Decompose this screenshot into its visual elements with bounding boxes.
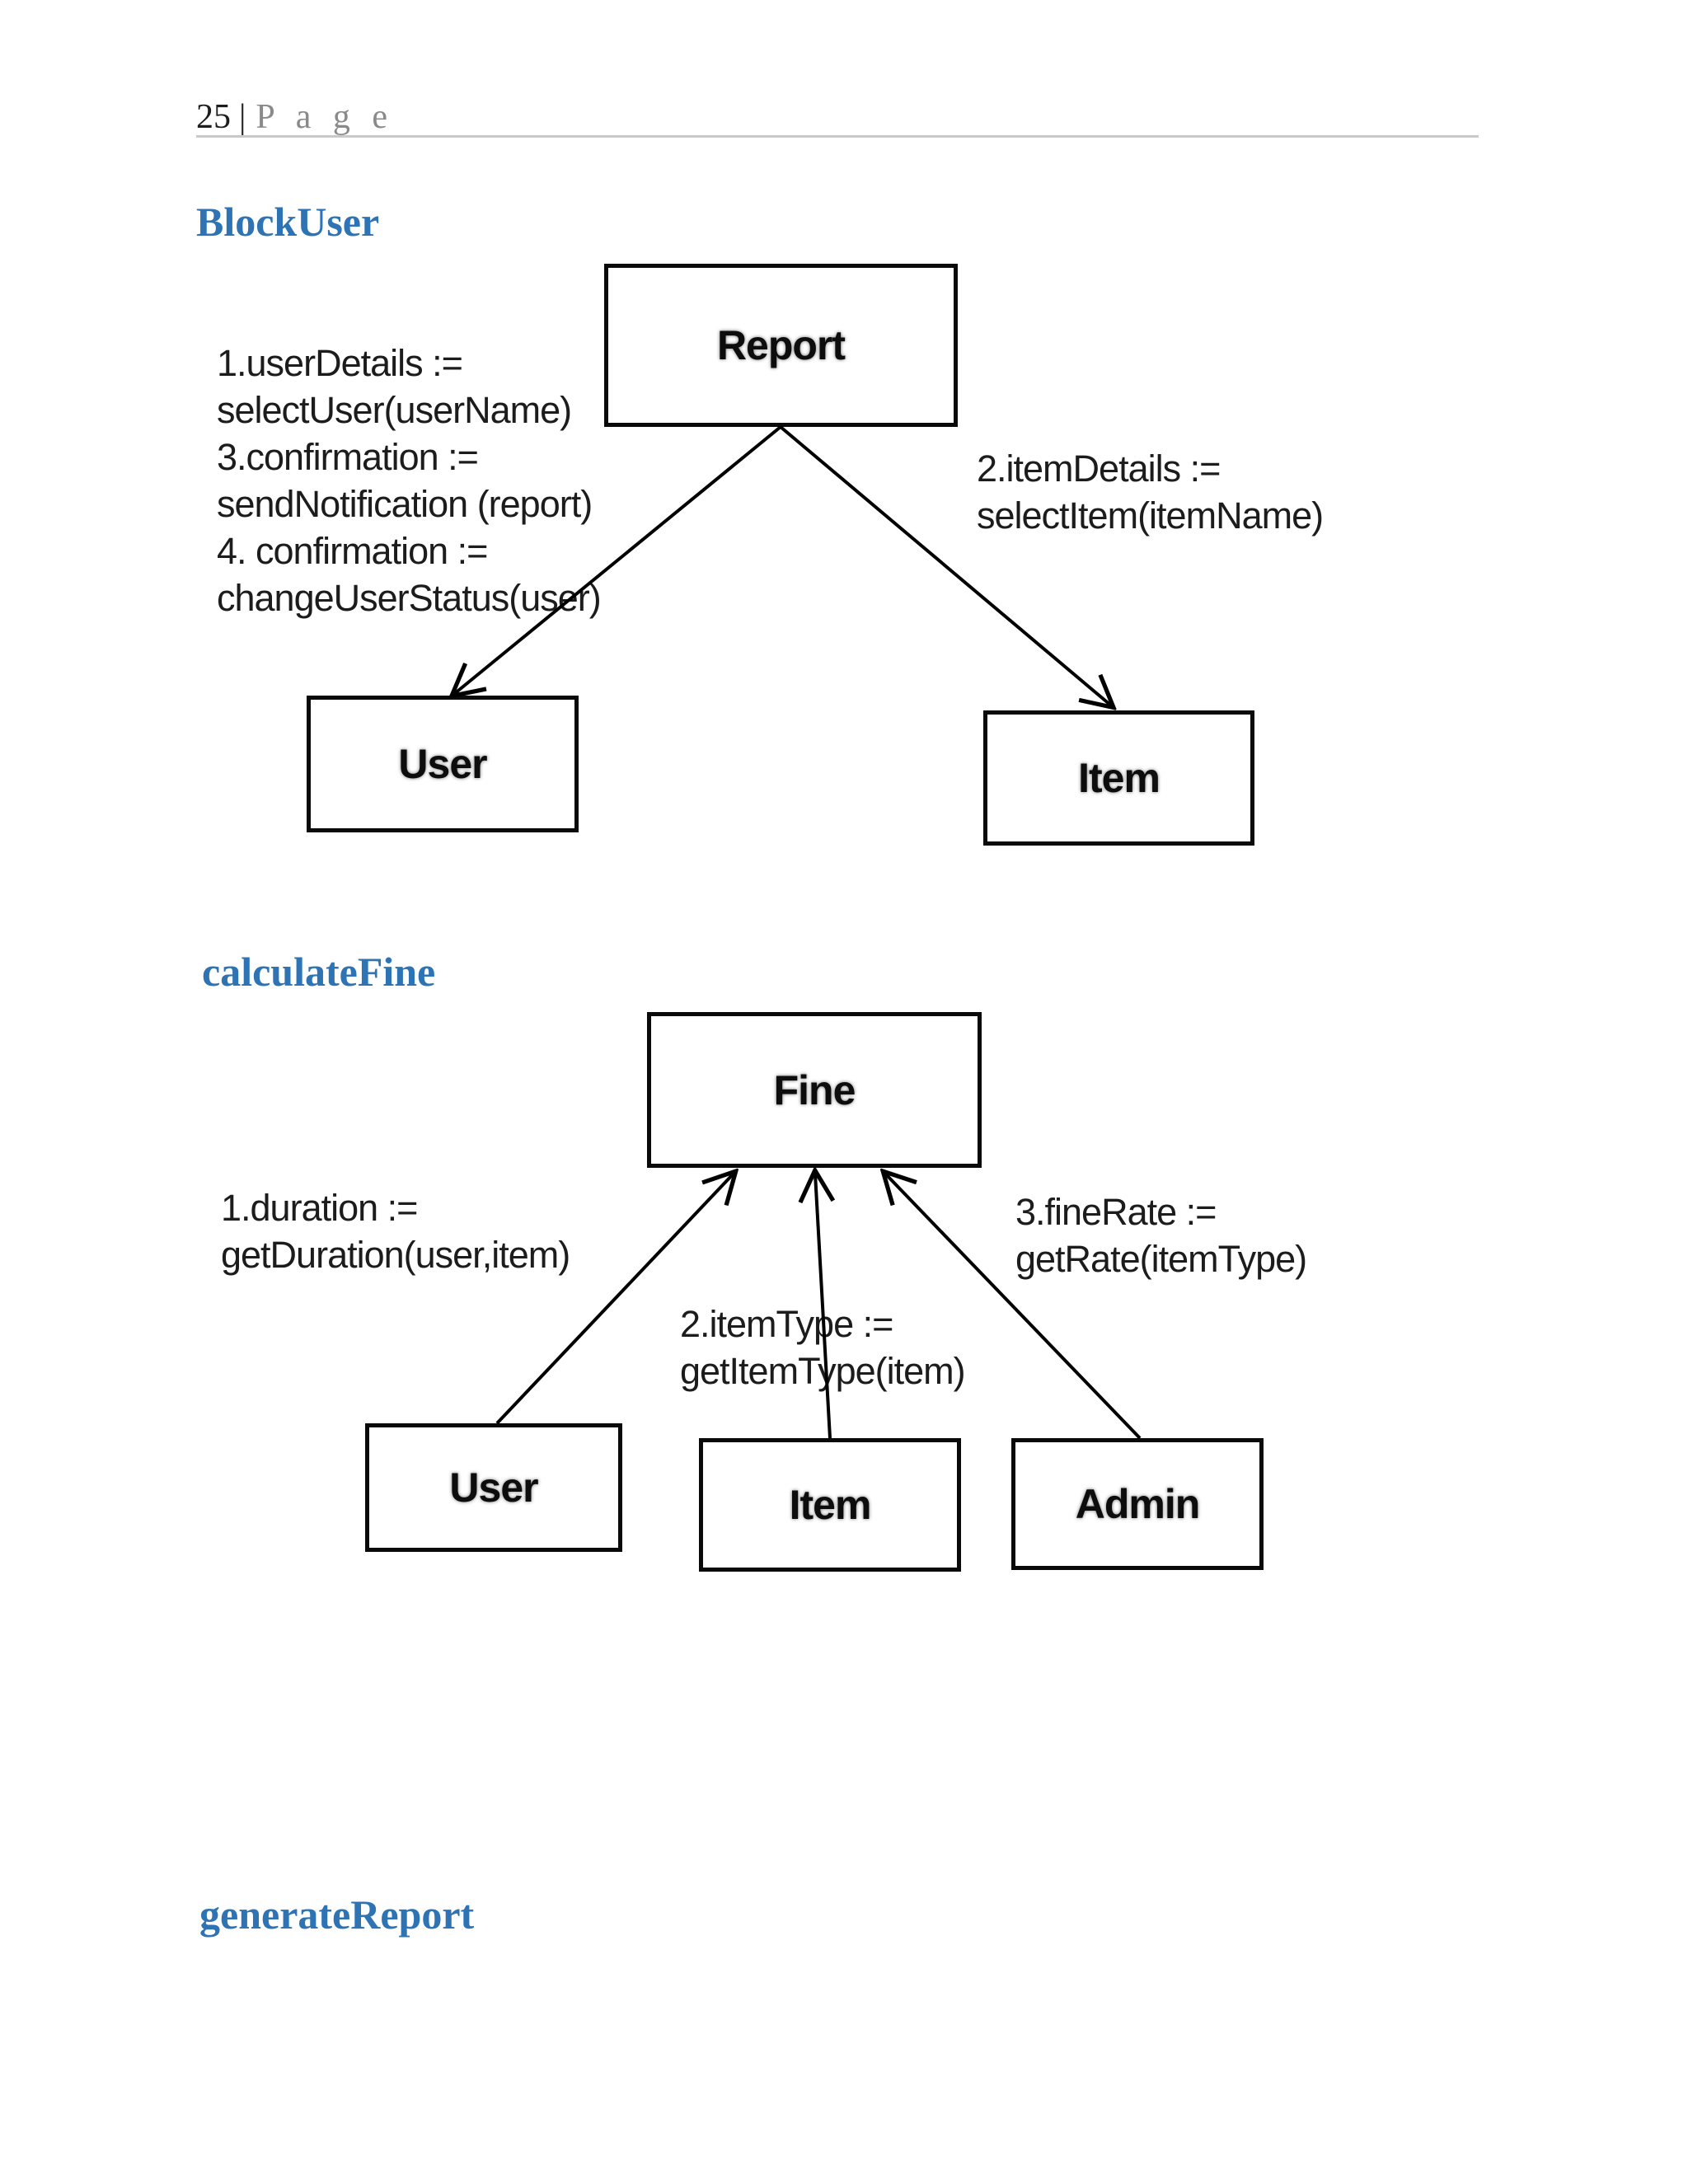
- header-divider: |: [239, 98, 246, 136]
- section-heading-calculatefine: calculateFine: [202, 949, 436, 995]
- admin-node: Admin: [1011, 1438, 1264, 1570]
- note-line: sendNotification (report): [217, 483, 593, 525]
- message-note-finerate: 3.fineRate := getRate(itemType): [1015, 1188, 1307, 1282]
- note-line: 1.userDetails :=: [217, 342, 463, 384]
- section-heading-blockuser: BlockUser: [196, 199, 380, 245]
- note-line: getItemType(item): [680, 1350, 966, 1392]
- report-node: Report: [604, 264, 958, 427]
- page-number: 25: [196, 98, 231, 136]
- page-header: 25| P a g e: [196, 97, 394, 137]
- item-node-label: Item: [789, 1482, 872, 1528]
- message-note-itemdetails: 2.itemDetails := selectItem(itemName): [977, 445, 1324, 539]
- item-node-label: Item: [1078, 755, 1160, 801]
- note-line: getDuration(user,item): [221, 1234, 570, 1276]
- user-node-diagram1: User: [307, 696, 579, 832]
- message-note-duration: 1.duration := getDuration(user,item): [221, 1184, 570, 1278]
- user-node-label: User: [449, 1465, 538, 1511]
- note-line: 3.confirmation :=: [217, 436, 479, 478]
- section-heading-generatereport: generateReport: [199, 1891, 475, 1938]
- report-node-label: Report: [716, 322, 846, 368]
- note-line: 2.itemType :=: [680, 1303, 893, 1345]
- fine-node-label: Fine: [773, 1066, 856, 1113]
- message-note-userdetails: 1.userDetails := selectUser(userName) 3.…: [217, 340, 602, 621]
- item-node-diagram1: Item: [983, 710, 1254, 846]
- header-rule: [196, 135, 1479, 138]
- fine-node: Fine: [647, 1012, 982, 1168]
- note-line: getRate(itemType): [1015, 1238, 1307, 1280]
- message-note-itemtype: 2.itemType := getItemType(item): [680, 1301, 966, 1394]
- note-line: selectItem(itemName): [977, 494, 1324, 537]
- note-line: changeUserStatus(user): [217, 577, 602, 619]
- note-line: 2.itemDetails :=: [977, 448, 1221, 490]
- user-node-diagram2: User: [365, 1423, 622, 1552]
- note-line: selectUser(userName): [217, 389, 572, 431]
- note-line: 3.fineRate :=: [1015, 1191, 1217, 1233]
- admin-node-label: Admin: [1075, 1481, 1201, 1527]
- note-line: 4. confirmation :=: [217, 530, 488, 572]
- user-node-label: User: [398, 741, 487, 787]
- note-line: 1.duration :=: [221, 1187, 418, 1229]
- item-node-diagram2: Item: [699, 1438, 961, 1572]
- page-word: P a g e: [256, 98, 395, 136]
